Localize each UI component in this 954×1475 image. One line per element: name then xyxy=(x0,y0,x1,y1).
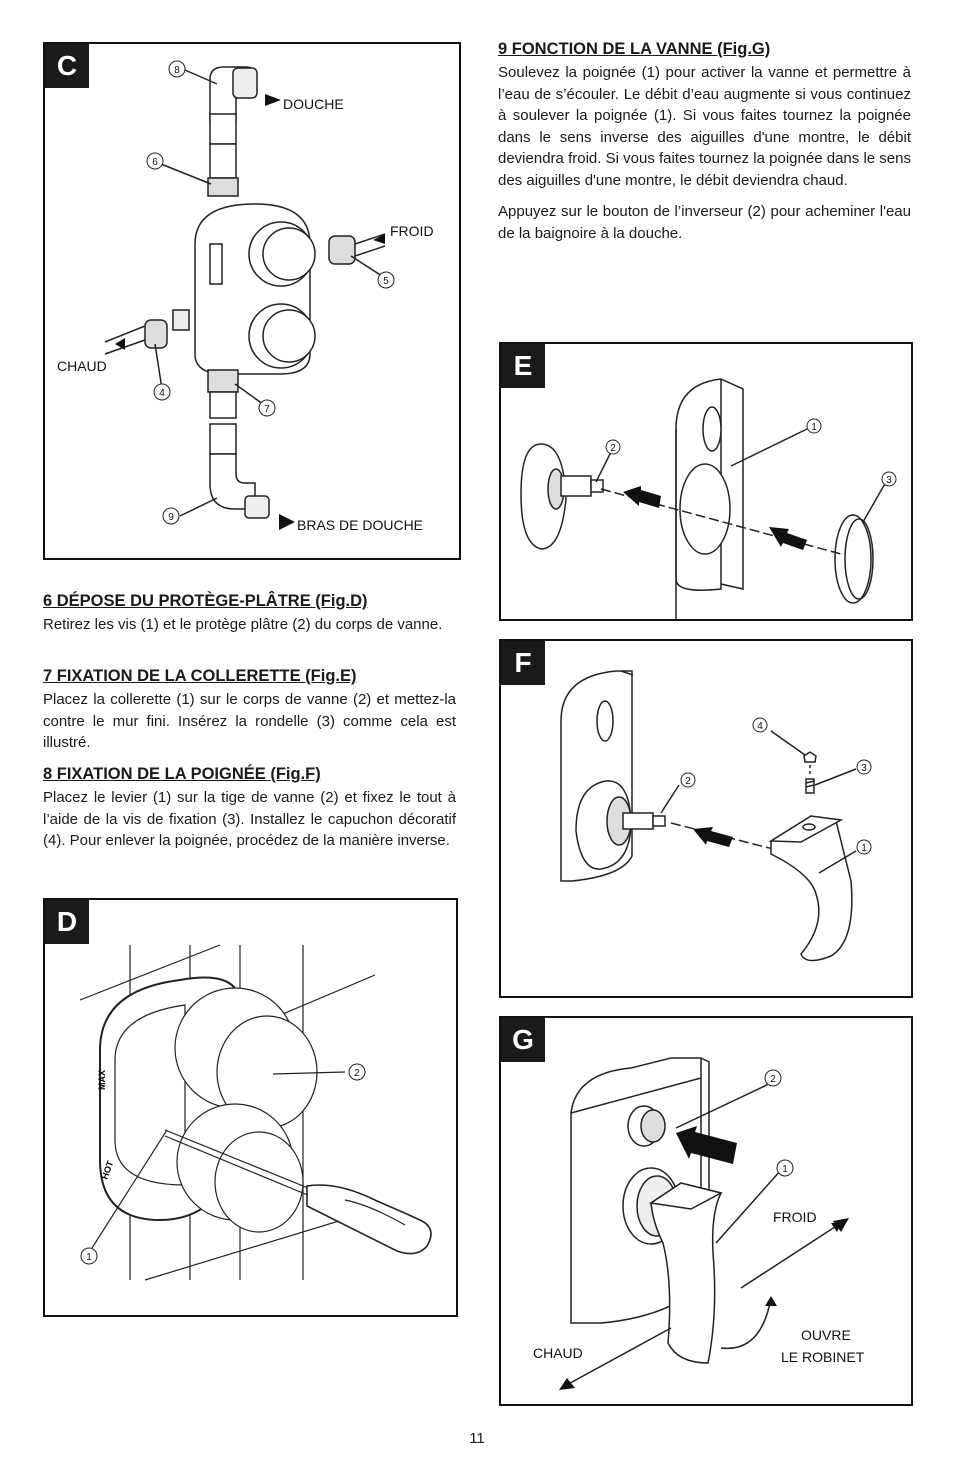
figure-f-tag: F xyxy=(501,641,545,685)
figure-d-tag: D xyxy=(45,900,89,944)
callout-2: 2 xyxy=(770,1074,776,1085)
page-number: 11 xyxy=(469,1430,485,1447)
figure-c-tag: C xyxy=(45,44,89,88)
callout-9: 9 xyxy=(168,512,174,523)
label-froid: FROID xyxy=(390,223,434,239)
label-chaud: CHAUD xyxy=(57,358,107,374)
section-8: 8 FIXATION DE LA POIGNÉE (Fig.F) Placez … xyxy=(43,765,456,852)
callout-6: 6 xyxy=(152,157,158,168)
figure-g-drawing: 2 1 FROID CHAUD OUVRE LE ROBINET xyxy=(533,1057,865,1390)
label-douche: DOUCHE xyxy=(283,96,344,112)
max-marking: MAX xyxy=(97,1070,107,1090)
section-9-body-2: Appuyez sur le bouton de l’inverseur (2)… xyxy=(498,203,911,242)
section-9-body: Soulevez la poignée (1) pour activer la … xyxy=(498,64,911,189)
section-7-title: 7 FIXATION DE LA COLLERETTE (Fig.E) xyxy=(43,667,357,685)
figure-g: G xyxy=(499,1016,913,1406)
callout-2: 2 xyxy=(610,443,616,454)
figure-g-tag: G xyxy=(501,1018,545,1062)
figure-c: C xyxy=(43,42,461,560)
figure-f: F xyxy=(499,639,913,998)
callout-2: 2 xyxy=(354,1068,360,1079)
label-chaud: CHAUD xyxy=(533,1345,583,1361)
section-8-body: Placez le levier (1) sur la tige de vann… xyxy=(43,789,456,849)
figure-d-drawing: 2 1 MAX HOT xyxy=(79,944,432,1281)
label-froid: FROID xyxy=(773,1209,817,1225)
figure-e-tag: E xyxy=(501,344,545,388)
figure-f-drawing: 4 3 2 1 xyxy=(560,670,872,962)
section-9: 9 FONCTION DE LA VANNE (Fig.G) Soulevez … xyxy=(498,40,911,244)
figure-e: E xyxy=(499,342,913,621)
callout-7: 7 xyxy=(264,404,270,415)
callout-5: 5 xyxy=(383,276,389,287)
figure-c-drawing: 8 6 5 4 7 9 DOUCHE FROID CHAUD BRAS DE D… xyxy=(57,60,434,533)
callout-8: 8 xyxy=(174,65,180,76)
callout-2: 2 xyxy=(685,776,691,787)
label-ouvre: OUVRE xyxy=(801,1327,851,1343)
callout-3: 3 xyxy=(861,763,867,774)
label-le-robinet: LE ROBINET xyxy=(781,1349,865,1365)
section-6-title: 6 DÉPOSE DU PROTÈGE-PLÂTRE (Fig.D) xyxy=(43,592,368,610)
callout-4: 4 xyxy=(159,388,165,399)
section-7-body: Placez la collerette (1) sur le corps de… xyxy=(43,691,456,751)
section-7: 7 FIXATION DE LA COLLERETTE (Fig.E) Plac… xyxy=(43,667,456,754)
figure-e-drawing: 2 1 3 xyxy=(520,378,897,619)
section-9-title: 9 FONCTION DE LA VANNE (Fig.G) xyxy=(498,40,771,58)
callout-4: 4 xyxy=(757,721,763,732)
callout-1: 1 xyxy=(861,843,867,854)
callout-1: 1 xyxy=(782,1164,788,1175)
callout-3: 3 xyxy=(886,475,892,486)
label-bras-de-douche: BRAS DE DOUCHE xyxy=(297,517,423,533)
section-8-title: 8 FIXATION DE LA POIGNÉE (Fig.F) xyxy=(43,765,321,783)
section-6: 6 DÉPOSE DU PROTÈGE-PLÂTRE (Fig.D) Retir… xyxy=(43,592,456,636)
callout-1: 1 xyxy=(811,422,817,433)
section-6-body: Retirez les vis (1) et le protège plâtre… xyxy=(43,616,443,633)
figure-d: D 2 1 MAX HOT xyxy=(43,898,458,1317)
callout-1: 1 xyxy=(86,1252,92,1263)
